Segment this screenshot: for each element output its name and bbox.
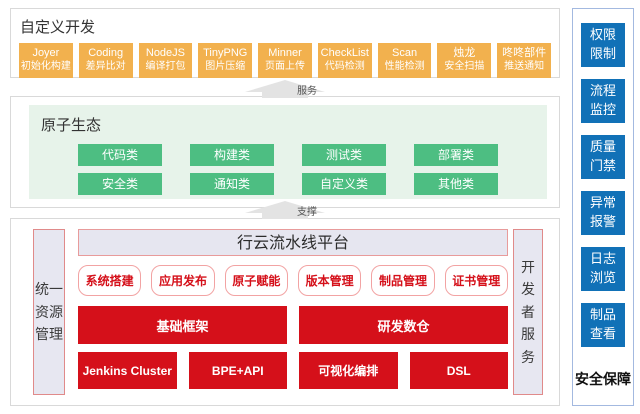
tool-name: Coding <box>88 47 124 59</box>
tool-desc: 编译打包 <box>145 61 186 73</box>
capability-app-release: 应用发布 <box>151 265 215 296</box>
custom-dev-title: 自定义开发 <box>20 19 96 36</box>
atom-category-code: 代码类 <box>78 144 162 166</box>
tool-name: 咚咚部件 <box>502 47 547 59</box>
custom-dev-tool-row: Joyer 初始化构建 Coding 差异比对 NodeJS 编译打包 Tiny… <box>19 43 552 78</box>
custom-dev-section: 自定义开发 Joyer 初始化构建 Coding 差异比对 NodeJS 编译打… <box>10 8 560 78</box>
arrow-stem <box>262 92 308 98</box>
sidebar-item-permission-limit: 权限限制 <box>581 23 625 67</box>
infra-jenkins: Jenkins Cluster <box>78 352 177 389</box>
tool-desc: 页面上传 <box>265 61 306 73</box>
tool-card-dongdong: 咚咚部件 推送通知 <box>497 43 552 78</box>
atom-category-other: 其他类 <box>414 173 498 195</box>
tool-card-scan: Scan 性能检测 <box>377 43 432 78</box>
atom-category-custom: 自定义类 <box>302 173 386 195</box>
tool-card-zhulong: 烛龙 安全扫描 <box>437 43 492 78</box>
atom-ecosystem-title: 原子生态 <box>41 117 102 134</box>
tool-card-joyer: Joyer 初始化构建 <box>19 43 73 78</box>
tool-desc: 初始化构建 <box>20 61 71 73</box>
tool-name: Joyer <box>32 47 60 59</box>
tool-card-coding: Coding 差异比对 <box>78 43 133 78</box>
capability-version-mgmt: 版本管理 <box>297 265 362 296</box>
tool-name: Scan <box>392 47 418 59</box>
infra-row: Jenkins Cluster BPE+API 可视化编排 DSL <box>78 352 508 389</box>
tool-desc: 差异比对 <box>85 61 126 73</box>
tool-card-tinypng: TinyPNG 图片压缩 <box>198 43 253 78</box>
tool-desc: 代码检测 <box>324 61 365 73</box>
up-arrow-support-icon: 支撑 <box>245 201 325 219</box>
foundation-row: 基础框架 研发数仓 <box>78 306 508 344</box>
platform-center: 行云流水线平台 系统搭建 应用发布 原子赋能 版本管理 制品管理 证书管理 基础… <box>78 229 508 389</box>
sidebar-item-artifact-view: 制品查看 <box>581 303 625 347</box>
atom-category-deploy: 部署类 <box>414 144 498 166</box>
atom-category-build: 构建类 <box>190 144 274 166</box>
tool-desc: 图片压缩 <box>205 61 246 73</box>
arrow-stem <box>262 213 308 219</box>
arrow-head <box>245 80 325 92</box>
capability-row: 系统搭建 应用发布 原子赋能 版本管理 制品管理 证书管理 <box>78 265 508 296</box>
infra-bpe-api: BPE+API <box>188 352 287 389</box>
platform-section: 统一资源管理 开发者服务 行云流水线平台 系统搭建 应用发布 原子赋能 版本管理… <box>10 218 560 406</box>
atom-ecosystem-panel: 原子生态 代码类 构建类 测试类 部署类 安全类 通知类 自定义类 其他类 <box>29 105 547 199</box>
sidebar-item-quality-gate: 质量门禁 <box>581 135 625 179</box>
atom-category-grid: 代码类 构建类 测试类 部署类 安全类 通知类 自定义类 其他类 <box>29 144 547 195</box>
infra-dsl: DSL <box>409 352 508 389</box>
sidebar-item-process-monitor: 流程监控 <box>581 79 625 123</box>
capability-cert-mgmt: 证书管理 <box>444 265 508 296</box>
security-sidebar: 权限限制 流程监控 质量门禁 异常报警 日志浏览 制品查看 安全保障 <box>572 8 634 406</box>
atom-category-security: 安全类 <box>78 173 162 195</box>
tool-name: CheckList <box>320 47 369 59</box>
arrow-support-label: 支撑 <box>297 207 317 218</box>
tool-name: 烛龙 <box>453 47 476 59</box>
capability-system-setup: 系统搭建 <box>78 265 142 296</box>
tool-card-minner: Minner 页面上传 <box>258 43 312 78</box>
platform-title: 行云流水线平台 <box>78 229 508 256</box>
foundation-framework: 基础框架 <box>78 306 287 344</box>
atom-category-notify: 通知类 <box>190 173 274 195</box>
tool-desc: 安全扫描 <box>444 61 485 73</box>
capability-atom-enable: 原子赋能 <box>224 265 288 296</box>
tool-name: TinyPNG <box>203 47 248 59</box>
atom-category-test: 测试类 <box>302 144 386 166</box>
tool-card-nodejs: NodeJS 编译打包 <box>138 43 193 78</box>
tool-desc: 推送通知 <box>504 61 545 73</box>
infra-visual-orchestration: 可视化编排 <box>299 352 398 389</box>
sidebar-item-exception-alert: 异常报警 <box>581 191 625 235</box>
tool-desc: 性能检测 <box>384 61 425 73</box>
up-arrow-service-icon: 服务 <box>245 80 325 98</box>
foundation-data-warehouse: 研发数仓 <box>299 306 508 344</box>
arrow-head <box>245 201 325 213</box>
arrow-service-label: 服务 <box>297 86 317 97</box>
developer-service-bar: 开发者服务 <box>513 229 543 395</box>
tool-name: NodeJS <box>145 47 186 59</box>
tool-card-checklist: CheckList 代码检测 <box>317 43 372 78</box>
security-guarantee-label: 安全保障 <box>575 371 631 387</box>
sidebar-item-log-browse: 日志浏览 <box>581 247 625 291</box>
tool-name: Minner <box>268 47 302 59</box>
atom-ecosystem-section: 原子生态 代码类 构建类 测试类 部署类 安全类 通知类 自定义类 其他类 <box>10 96 560 208</box>
unified-resource-bar: 统一资源管理 <box>33 229 65 395</box>
capability-artifact-mgmt: 制品管理 <box>371 265 435 296</box>
